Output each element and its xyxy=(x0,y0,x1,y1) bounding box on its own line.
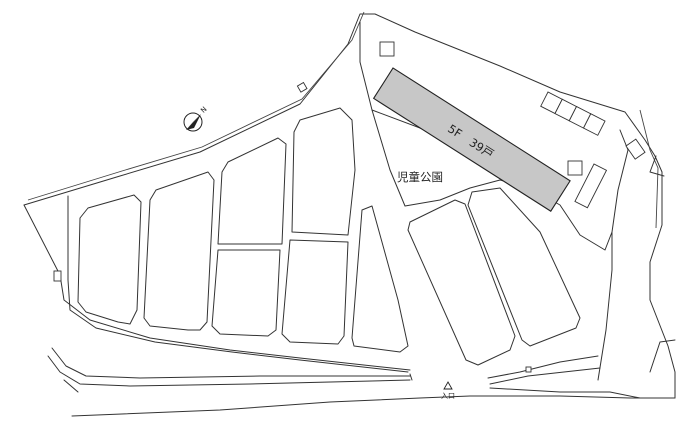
lot-plot xyxy=(143,171,215,331)
boundary-marker xyxy=(296,81,308,93)
lot-plots xyxy=(77,107,581,366)
lot-plot xyxy=(211,249,281,337)
building-footprint xyxy=(372,67,571,212)
entrance-triangle-icon xyxy=(443,381,453,390)
lot-plot xyxy=(351,205,409,353)
auxiliary-structures xyxy=(53,41,646,282)
park-label: 児童公園 xyxy=(397,170,443,184)
lot-plot xyxy=(77,194,142,325)
lot-plot xyxy=(281,239,349,345)
gate-post xyxy=(525,366,532,373)
left-approach-road xyxy=(47,347,411,393)
storage-box xyxy=(379,41,395,57)
apartment-building: 5F 39戸 xyxy=(372,67,571,212)
bicycle-shed xyxy=(574,163,608,209)
lot-plot xyxy=(407,199,516,366)
north-arrow-icon: N xyxy=(183,105,209,132)
gate-booth xyxy=(625,138,646,160)
boundary-marker xyxy=(53,270,62,282)
north-label: N xyxy=(199,105,208,114)
right-gate-area xyxy=(525,155,676,373)
entrance-label: 入口 xyxy=(441,392,455,400)
lot-plot xyxy=(467,187,581,347)
storage-box xyxy=(567,160,583,176)
parking-stall xyxy=(582,113,606,136)
lot-plot xyxy=(291,107,356,236)
entrance-marker: 入口 xyxy=(441,381,455,400)
lot-plot xyxy=(217,137,287,245)
